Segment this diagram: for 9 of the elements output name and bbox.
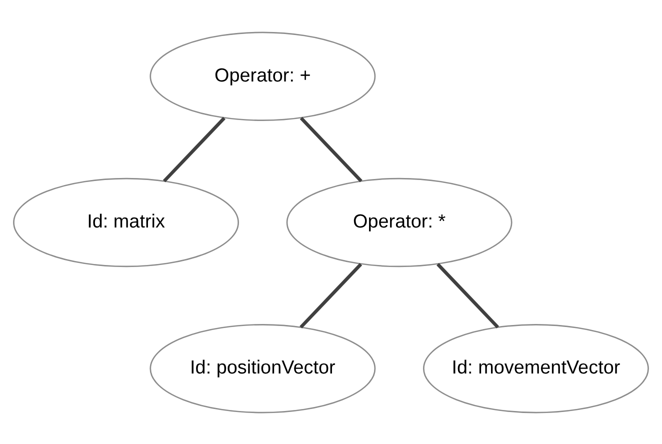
connector [162,116,226,182]
connector [300,116,362,182]
connector [300,262,362,328]
connector [436,262,500,328]
node-ellipse: Id: matrix [13,177,239,267]
node-ellipse: Id: movementVector [423,323,649,413]
node-ellipse: Operator: * [286,177,512,267]
node-ellipse: Id: positionVector [150,323,376,413]
node-ellipse: Operator: + [150,31,376,121]
